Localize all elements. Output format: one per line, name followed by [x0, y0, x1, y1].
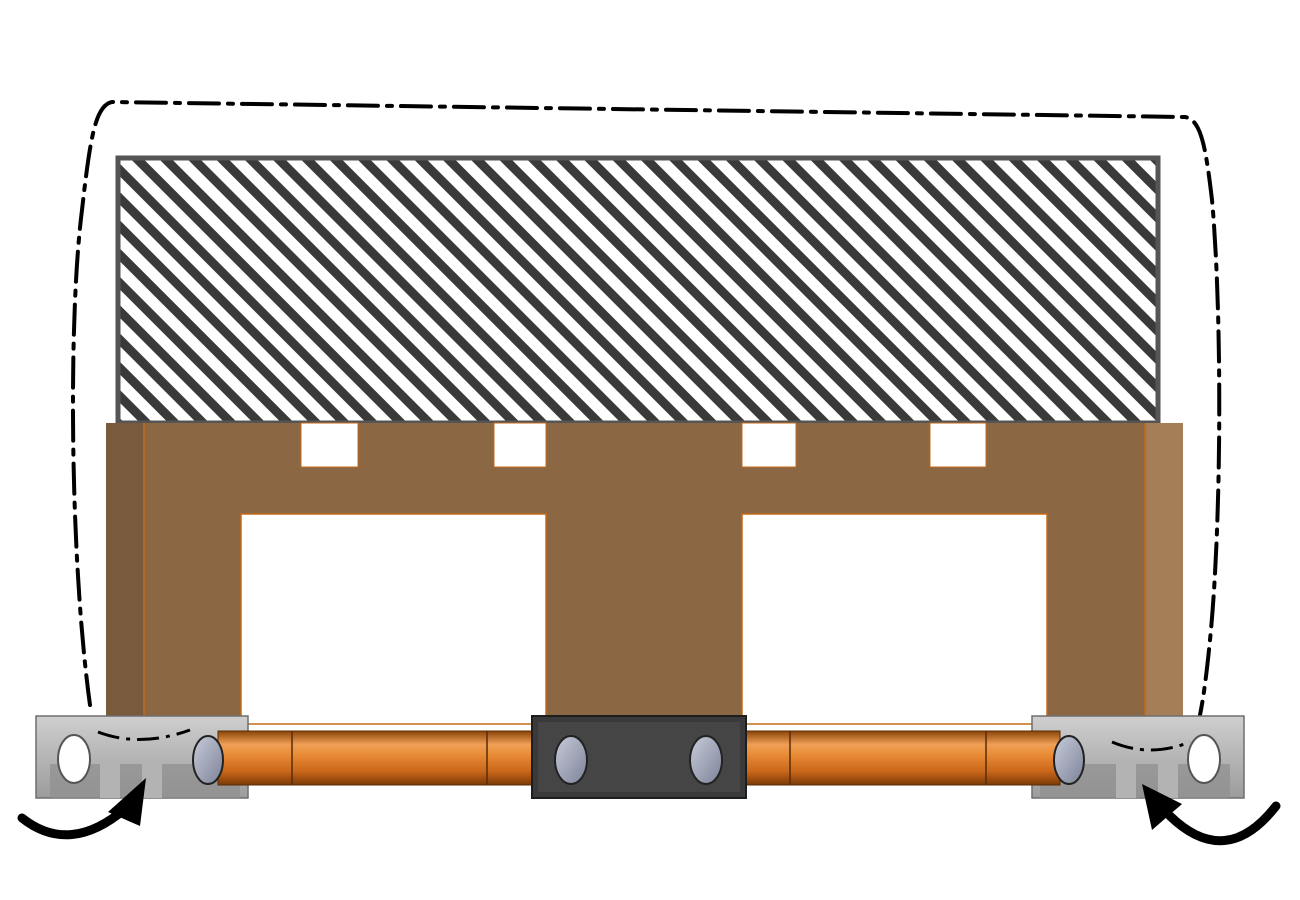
support-frame — [106, 422, 1183, 725]
load-block — [115, 155, 1161, 426]
rotation-arrow-left — [17, 778, 146, 840]
bracket-hole — [1187, 734, 1221, 784]
bracket-hole — [57, 734, 91, 784]
coupler-bolt-right — [689, 735, 723, 785]
bracket-bolt-left — [192, 735, 224, 785]
frame-window-right — [741, 513, 1048, 725]
coupler-bolt-left — [554, 735, 588, 785]
shaft — [217, 730, 1061, 786]
envelope-outline — [70, 99, 1222, 717]
frame-notch — [929, 422, 987, 468]
pivot-arc-right — [1111, 740, 1191, 752]
frame-window-left — [240, 513, 547, 725]
pivot-arc-left — [97, 728, 191, 741]
frame-notch — [741, 422, 797, 468]
frame-notch — [300, 422, 359, 468]
bracket-bolt-right — [1053, 735, 1085, 785]
frame-notch — [493, 422, 547, 468]
rotation-arrow-right — [1142, 784, 1281, 846]
center-coupler — [531, 715, 747, 799]
